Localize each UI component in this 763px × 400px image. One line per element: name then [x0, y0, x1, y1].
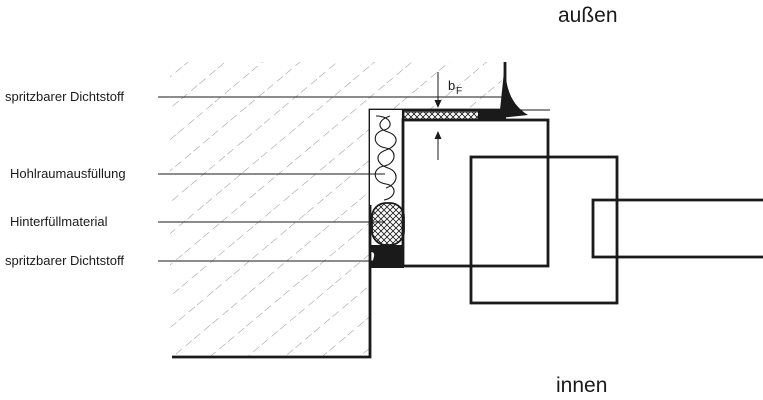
label-backing-material: Hinterfüllmaterial — [10, 214, 108, 229]
label-sealant-top: spritzbarer Dichtstoff — [5, 89, 124, 104]
dimension-label-sub: F — [456, 86, 462, 97]
top-sealant-bead — [478, 62, 528, 119]
backing-rod — [371, 202, 405, 246]
glazing-pane — [591, 198, 763, 259]
top-gap-strip — [403, 111, 481, 120]
label-sealant-bottom: spritzbarer Dichtstoff — [5, 253, 124, 268]
label-outside: außen — [558, 4, 618, 27]
label-cavity-fill: Hohlraumausfüllung — [10, 166, 126, 181]
label-inside: innen — [556, 374, 607, 397]
window-frame — [401, 108, 550, 268]
wall-masonry — [170, 62, 507, 359]
dimension-label-b: b — [448, 78, 455, 93]
bottom-sealant-bead — [370, 245, 404, 268]
cavity-fill-insulation — [370, 110, 402, 205]
window-sash — [469, 155, 619, 305]
dimension-bf: b F — [434, 72, 462, 160]
leader-lines — [158, 96, 550, 262]
